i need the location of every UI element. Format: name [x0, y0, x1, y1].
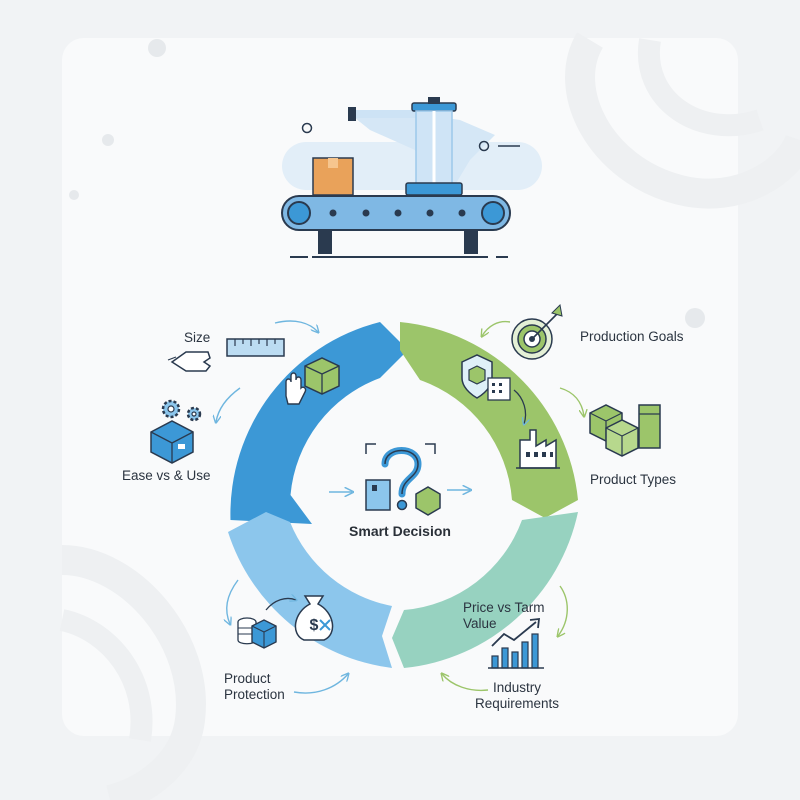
gears-box-icon — [150, 399, 202, 464]
target-icon — [511, 303, 563, 360]
label-ease-of-use: Ease vs & Use — [122, 468, 211, 483]
label-price-vs-term-value: Price vs Tarm Value — [463, 600, 545, 631]
center-title: Smart Decision — [349, 523, 451, 539]
pointer-hand-icon — [167, 351, 212, 372]
shield-box-icon — [461, 354, 511, 401]
label-production-goals: Production Goals — [580, 329, 684, 344]
question-mark-icon — [329, 443, 470, 516]
segment-blue — [230, 322, 408, 524]
coins-box-icon — [237, 617, 277, 649]
boxes-icon — [589, 404, 661, 457]
decorative-swirls — [59, 32, 800, 800]
svg-text:$: $ — [310, 617, 319, 634]
money-bag-icon: $ — [294, 595, 334, 641]
cycle-ring — [228, 322, 578, 668]
segment-teal — [392, 512, 578, 668]
conveyor-machine-icon — [281, 97, 542, 258]
label-product-protection: Product Protection — [224, 671, 285, 702]
label-size: Size — [184, 330, 211, 345]
hand-box-icon — [285, 357, 340, 405]
label-industry-requirements: Industry Requirements — [474, 680, 560, 711]
label-product-types: Product Types — [590, 472, 677, 487]
segment-light-blue — [228, 512, 392, 668]
ruler-icon — [226, 338, 285, 357]
factory-icon — [516, 429, 560, 469]
decorative-dots — [69, 39, 705, 328]
growth-chart-icon — [488, 617, 544, 669]
segment-green — [400, 322, 578, 518]
